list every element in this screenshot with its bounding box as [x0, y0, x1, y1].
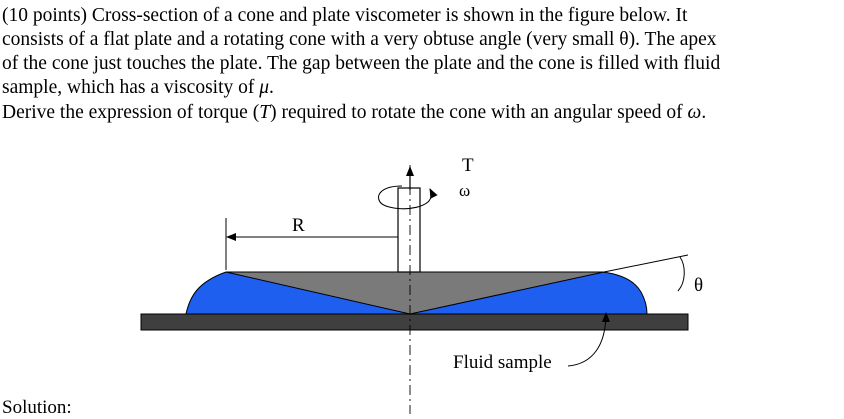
problem-line-1: (10 points) Cross-section of a cone and … — [2, 5, 688, 26]
fluid-leader-line — [567, 312, 610, 367]
angle-reference-line — [603, 254, 689, 273]
theta-label: θ — [694, 275, 703, 296]
omega-label: ω — [459, 181, 470, 200]
angular-speed-symbol: ω — [687, 102, 702, 123]
line-5-middle: ) required to rotate the cone with an an… — [270, 102, 688, 123]
radius-label: R — [292, 215, 305, 236]
solution-label: Solution: — [2, 397, 72, 418]
cone-shaft — [397, 187, 421, 273]
problem-line-5: Derive the expression of torque (T) requ… — [2, 101, 706, 125]
problem-line-4: sample, which has a viscosity of μ. — [2, 76, 274, 100]
line-4-end: . — [269, 77, 274, 98]
rotation-arrow — [378, 185, 438, 210]
line-5-end: . — [701, 102, 707, 123]
angle-arc — [677, 256, 685, 292]
torque-label: T — [462, 155, 474, 176]
torque-symbol: T — [259, 102, 271, 123]
line-5-text: Derive the expression of torque ( — [2, 102, 260, 123]
viscosity-symbol: μ — [259, 77, 270, 98]
line-4-text: sample, which has a viscosity of — [2, 77, 260, 98]
fluid-sample-label: Fluid sample — [453, 352, 552, 373]
problem-line-2: consists of a flat plate and a rotating … — [2, 29, 717, 50]
problem-line-3: of the cone just touches the plate. The … — [2, 53, 721, 74]
flat-plate — [140, 313, 689, 331]
